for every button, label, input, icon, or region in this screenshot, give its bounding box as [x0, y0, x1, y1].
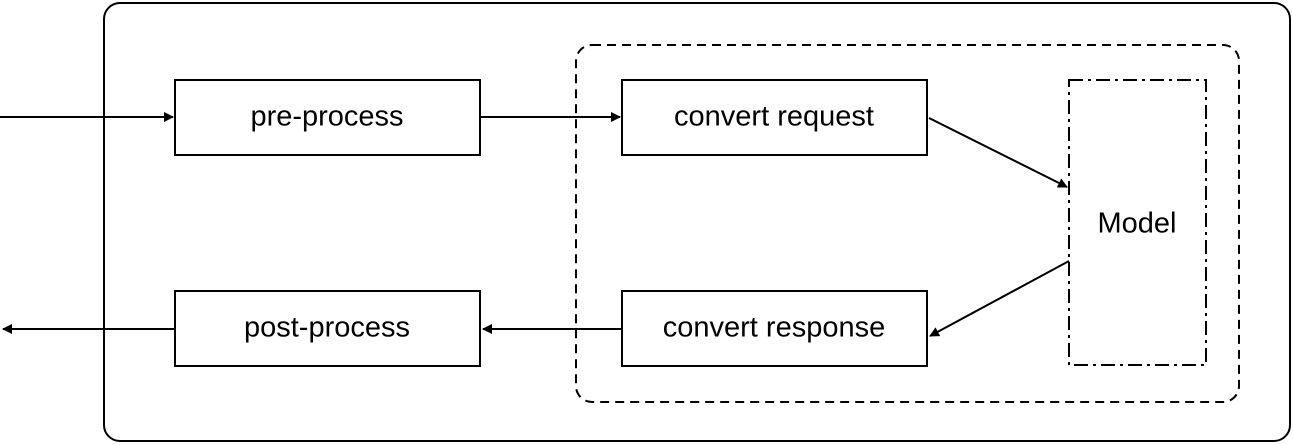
convert-request-box [621, 79, 928, 156]
pre-process-box [174, 79, 481, 156]
model-to-response-arrow [929, 260, 1070, 337]
conversion-group [575, 44, 1240, 403]
convert-request-label: convert request [674, 101, 874, 133]
request-to-model-arrow [928, 117, 1068, 188]
model-box [1068, 79, 1207, 366]
model-label: Model [1098, 208, 1177, 240]
pre-process-label: pre-process [250, 101, 403, 133]
post-process-box [174, 290, 481, 367]
outer-container [103, 2, 1291, 442]
convert-response-label: convert response [663, 312, 885, 344]
post-process-label: post-process [244, 312, 410, 344]
convert-response-box [621, 290, 928, 367]
